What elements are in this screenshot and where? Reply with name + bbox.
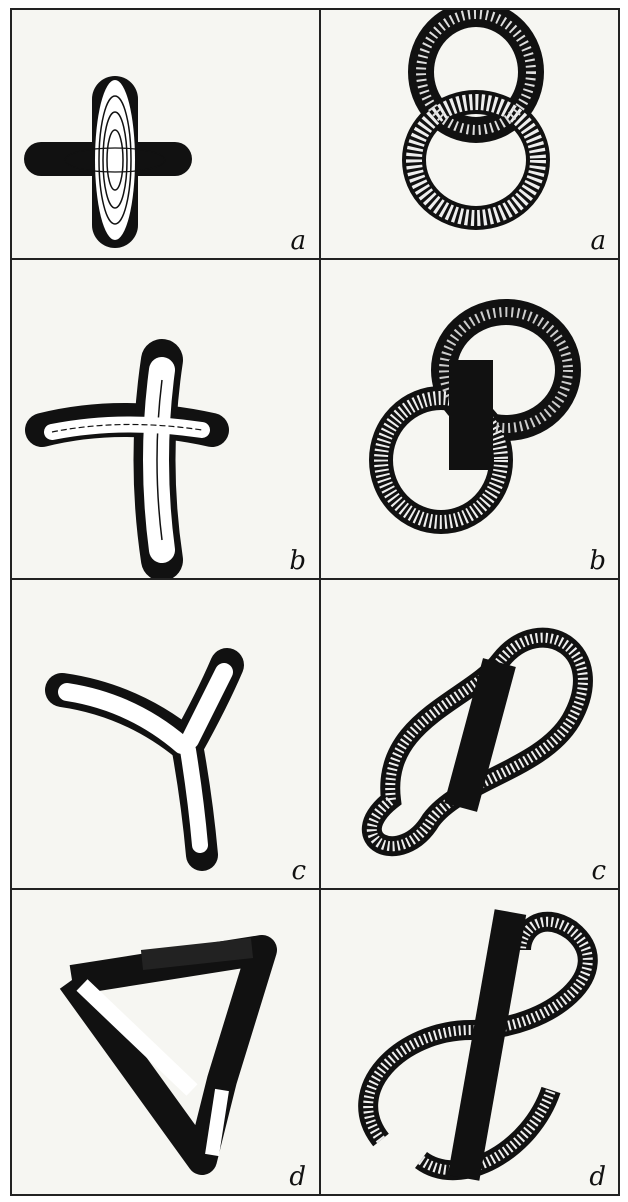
panel-label: a	[290, 226, 306, 256]
panel-label: b	[589, 546, 606, 576]
panel-right-d: d	[321, 890, 618, 1194]
three-arm-tube-drawing	[12, 580, 318, 888]
panel-left-d: d	[12, 890, 318, 1194]
bent-cross-tube-drawing	[12, 260, 318, 578]
twisted-triangle-tube-drawing	[12, 890, 318, 1194]
panel-label: d	[589, 1162, 606, 1192]
panel-right-c: c	[321, 580, 618, 888]
panel-label: c	[291, 856, 306, 886]
panel-left-a: a	[12, 10, 318, 258]
panel-right-a: a	[321, 10, 618, 258]
panel-left-c: c	[12, 580, 318, 888]
twisted-figure-eight-drawing	[321, 890, 618, 1194]
linked-rings-drawing	[321, 10, 618, 258]
panel-left-b: b	[12, 260, 318, 578]
panel-right-b: b	[321, 260, 618, 578]
figure-eight-knot-drawing	[321, 580, 618, 888]
interlocked-rings-drawing	[321, 260, 618, 578]
figure-grid: a a b b	[10, 8, 620, 1196]
panel-label: b	[289, 546, 306, 576]
panel-label: c	[591, 856, 606, 886]
cross-tube-drawing	[12, 10, 318, 258]
panel-label: a	[590, 226, 606, 256]
panel-label: d	[289, 1162, 306, 1192]
